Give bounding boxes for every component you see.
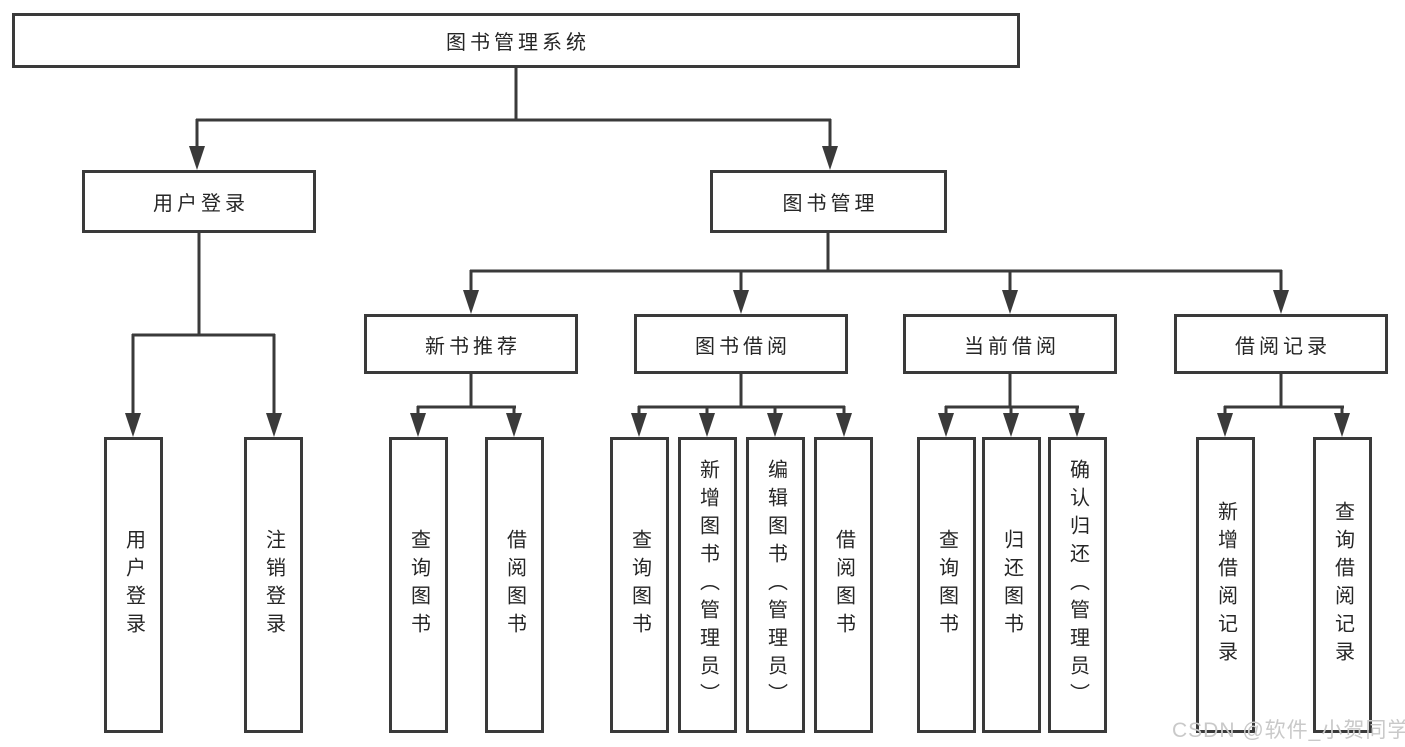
arrow-down-icon (1069, 413, 1085, 437)
arrow-down-icon (1334, 413, 1350, 437)
node-library-management-system: 图书管理系统 (12, 13, 1020, 68)
connector-user-login-to-leaves (125, 233, 282, 437)
connector-borrow-records-to-leaves (1217, 374, 1350, 437)
leaf-borrow-books: 借阅图书 (814, 437, 873, 733)
arrow-down-icon (266, 413, 282, 437)
leaf-edit-books-admin: 编辑图书（管理员） (746, 437, 805, 733)
arrow-down-icon (767, 413, 783, 437)
leaf-query-borrow-record: 查询借阅记录 (1313, 437, 1372, 733)
leaf-add-books-admin: 新增图书（管理员） (678, 437, 737, 733)
node-book-management: 图书管理 (710, 170, 947, 233)
node-borrowing-records: 借阅记录 (1174, 314, 1388, 374)
node-label: 借阅记录 (1235, 335, 1331, 358)
arrow-down-icon (1002, 290, 1018, 314)
node-label: 归还图书 (1000, 529, 1023, 641)
arrow-down-icon (410, 413, 426, 437)
node-label: 图书管理 (782, 193, 879, 215)
node-label: 确认归还（管理员） (1066, 459, 1089, 711)
node-label: 查询图书 (407, 529, 430, 641)
arrow-down-icon (1217, 413, 1233, 437)
node-book-borrowing: 图书借阅 (634, 314, 848, 374)
leaf-query-books-current: 查询图书 (917, 437, 976, 733)
connector-book-borrow-to-leaves (631, 374, 852, 437)
node-current-borrowing: 当前借阅 (903, 314, 1117, 374)
node-label: 查询图书 (628, 529, 651, 641)
leaf-add-borrow-record: 新增借阅记录 (1196, 437, 1255, 733)
arrow-down-icon (506, 413, 522, 437)
node-label: 用户登录 (153, 193, 249, 215)
arrow-down-icon (1003, 413, 1019, 437)
node-new-book-recommendation: 新书推荐 (364, 314, 578, 374)
node-label: 新书推荐 (425, 335, 521, 358)
leaf-confirm-return-admin: 确认归还（管理员） (1048, 437, 1107, 733)
node-label: 注销登录 (262, 529, 285, 641)
arrow-down-icon (631, 413, 647, 437)
node-label: 查询图书 (935, 529, 958, 641)
arrow-down-icon (699, 413, 715, 437)
leaf-return-books: 归还图书 (982, 437, 1041, 733)
connector-new-book-recommend-to-leaves (410, 374, 522, 437)
node-label: 用户登录 (122, 529, 145, 641)
arrow-down-icon (836, 413, 852, 437)
watermark: CSDN @软件_小贺同学 (1172, 719, 1405, 742)
node-label: 新增图书（管理员） (696, 459, 719, 711)
arrow-down-icon (733, 290, 749, 314)
node-user-login: 用户登录 (82, 170, 316, 233)
node-label: 图书管理系统 (446, 32, 590, 54)
connector-book-management-to-groups (463, 233, 1289, 314)
node-label: 当前借阅 (964, 335, 1060, 358)
leaf-query-books-borrow: 查询图书 (610, 437, 669, 733)
node-label: 图书借阅 (695, 335, 791, 358)
arrow-down-icon (1273, 290, 1289, 314)
connector-current-borrow-to-leaves (938, 374, 1085, 437)
leaf-borrow-books-recommend: 借阅图书 (485, 437, 544, 733)
arrow-down-icon (938, 413, 954, 437)
arrow-down-icon (125, 413, 141, 437)
leaf-logout: 注销登录 (244, 437, 303, 733)
connector-root-to-branches (189, 68, 838, 170)
leaf-query-books-recommend: 查询图书 (389, 437, 448, 733)
node-label: 新增借阅记录 (1214, 501, 1237, 669)
arrow-down-icon (822, 146, 838, 170)
leaf-user-login: 用户登录 (104, 437, 163, 733)
node-label: 编辑图书（管理员） (764, 459, 787, 711)
node-label: 借阅图书 (832, 529, 855, 641)
node-label: 借阅图书 (503, 529, 526, 641)
node-label: 查询借阅记录 (1331, 501, 1354, 669)
arrow-down-icon (463, 290, 479, 314)
arrow-down-icon (189, 146, 205, 170)
